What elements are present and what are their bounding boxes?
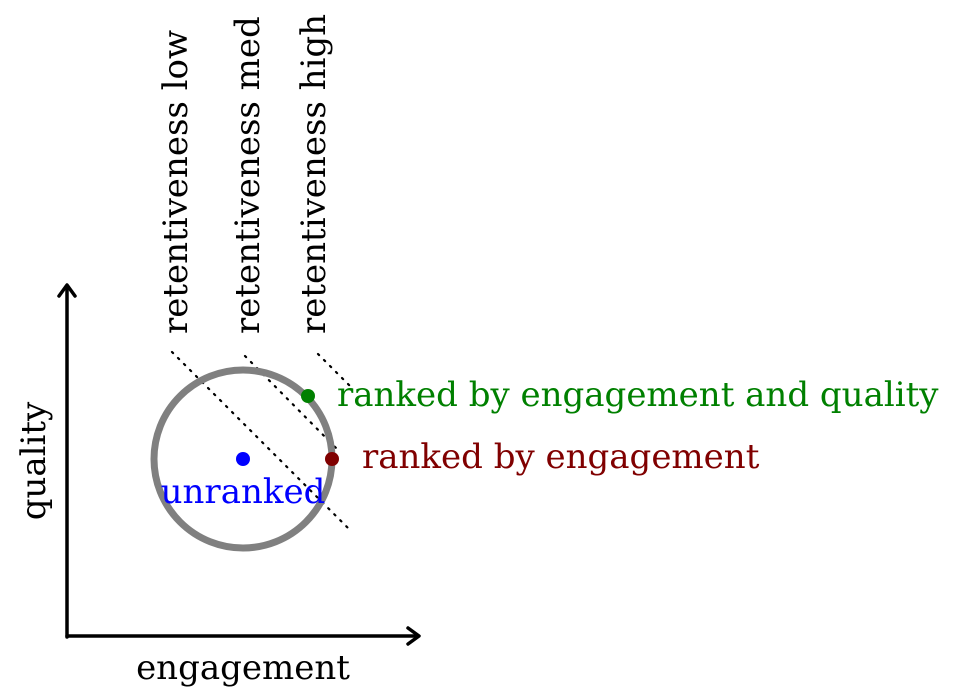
- contour-high-label: retentiveness high: [294, 14, 334, 334]
- contour-low-label: retentiveness low: [156, 30, 196, 334]
- unranked-label: unranked: [161, 472, 326, 512]
- ranked-by-engagement-point: [325, 452, 339, 466]
- y-axis-arrow: [57, 283, 77, 298]
- x-axis-arrow: [406, 626, 421, 646]
- ranked-by-engagement-and-quality-label: ranked by engagement and quality: [337, 375, 939, 415]
- contour-high-line: [316, 352, 354, 390]
- contour-med-label: retentiveness med: [228, 16, 268, 334]
- y-axis-label: quality: [14, 401, 54, 520]
- ranked-by-engagement-label: ranked by engagement: [362, 437, 760, 477]
- unranked-point: [236, 452, 250, 466]
- x-axis-label: engagement: [136, 648, 350, 688]
- axes: [57, 283, 421, 646]
- contour-med-line: [243, 354, 342, 454]
- ranked-by-engagement-and-quality-point: [301, 389, 315, 403]
